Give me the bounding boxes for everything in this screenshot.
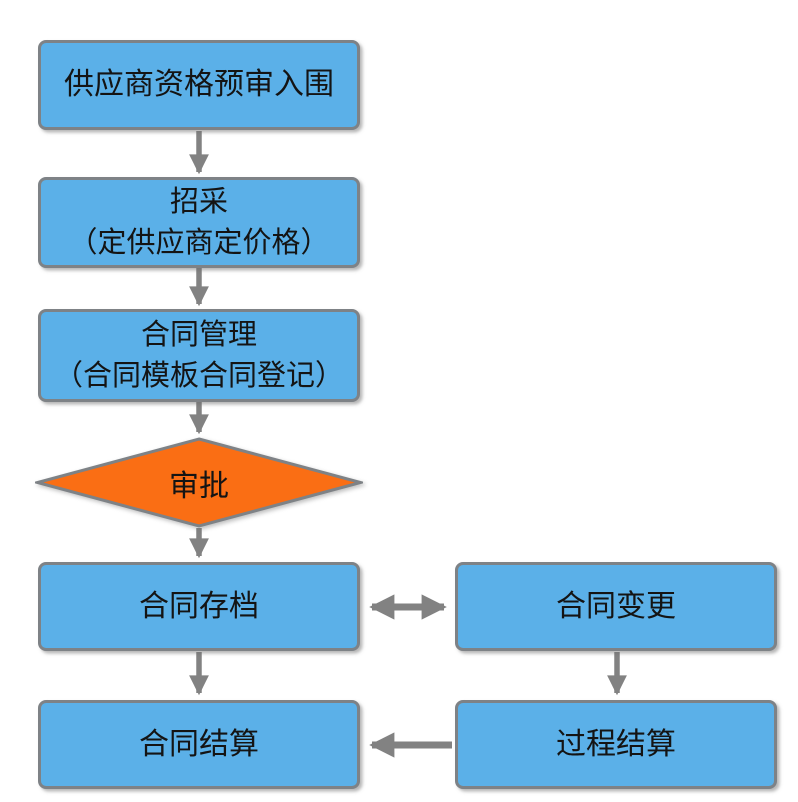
node-procurement: 招采 （定供应商定价格） <box>38 177 360 268</box>
node-contract-settlement: 合同结算 <box>38 700 360 789</box>
node-approval: 审批 <box>35 437 363 528</box>
node-contract-change-label: 合同变更 <box>556 589 676 623</box>
node-process-settlement: 过程结算 <box>455 700 777 789</box>
node-contract-management-label-line1: 合同管理 <box>140 319 257 352</box>
node-approval-label: 审批 <box>169 469 229 503</box>
node-contract-management: 合同管理 （合同模板合同登记） <box>38 309 360 402</box>
node-prequalification: 供应商资格预审入围 <box>38 40 360 130</box>
node-contract-archive: 合同存档 <box>38 562 360 651</box>
node-process-settlement-label: 过程结算 <box>556 727 676 761</box>
node-procurement-label-line2: （定供应商定价格） <box>68 226 330 259</box>
node-contract-management-label-line2: （合同模板合同登记） <box>53 359 344 392</box>
approval-diamond-shape <box>35 437 363 528</box>
node-contract-settlement-label: 合同结算 <box>139 727 259 761</box>
node-prequalification-label: 供应商资格预审入围 <box>64 68 334 102</box>
node-contract-archive-label: 合同存档 <box>139 589 259 623</box>
node-procurement-label-line1: 招采 <box>169 186 228 219</box>
node-contract-change: 合同变更 <box>455 562 777 651</box>
